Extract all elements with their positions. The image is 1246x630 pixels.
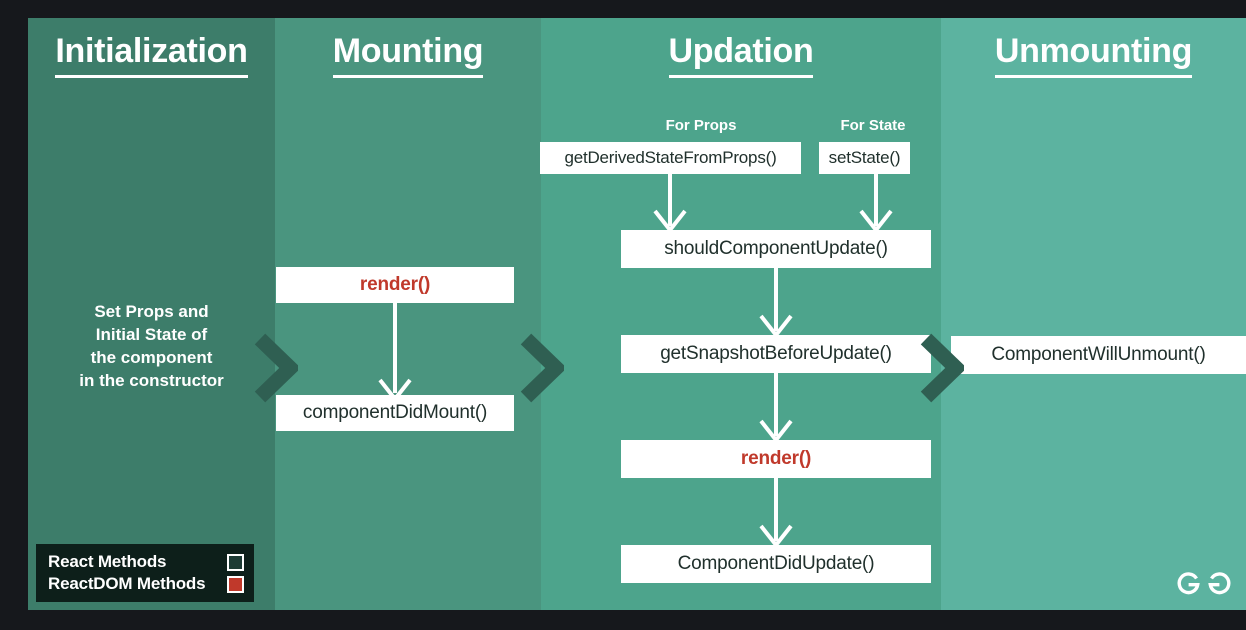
description-line: the component (90, 348, 213, 367)
caption-for-props: For Props (665, 117, 737, 134)
method-box-should-component-update[interactable]: shouldComponentUpdate() (621, 230, 931, 268)
geeksforgeeks-logo-icon (1176, 564, 1232, 598)
column-updation: Updation (541, 18, 941, 610)
legend-item-reactdom-methods: ReactDOM Methods (48, 573, 245, 595)
column-title-initialization: Initialization (28, 32, 275, 78)
method-box-component-will-unmount[interactable]: ComponentWillUnmount() (951, 336, 1246, 374)
method-box-get-snapshot-before-update[interactable]: getSnapshotBeforeUpdate() (621, 335, 931, 373)
legend-label: ReactDOM Methods (48, 574, 206, 593)
column-title-text: Updation (668, 32, 814, 78)
legend-swatch-react-icon (227, 553, 245, 571)
column-title-text: Initialization (55, 32, 248, 78)
column-title-updation: Updation (541, 32, 941, 78)
column-title-unmounting: Unmounting (941, 32, 1246, 78)
column-title-text: Mounting (332, 32, 484, 78)
column-title-mounting: Mounting (275, 32, 541, 78)
chevron-updation-to-unmounting (918, 333, 964, 403)
method-box-set-state[interactable]: setState() (819, 142, 910, 174)
react-lifecycle-diagram: Initialization Mounting Updation Unmount… (28, 18, 1246, 610)
caption-for-state: For State (840, 117, 906, 134)
chevron-mounting-to-updation (518, 333, 564, 403)
legend: React Methods ReactDOM Methods (36, 544, 255, 602)
column-mounting: Mounting (275, 18, 541, 610)
legend-item-react-methods: React Methods (48, 551, 245, 573)
legend-swatch-reactdom-icon (227, 575, 245, 593)
legend-label: React Methods (48, 552, 167, 571)
column-unmounting: Unmounting (941, 18, 1246, 610)
column-title-text: Unmounting (994, 32, 1192, 78)
column-initialization: Initialization (28, 18, 275, 610)
chevron-init-to-mounting (252, 333, 298, 403)
method-box-component-did-mount[interactable]: componentDidMount() (276, 395, 514, 431)
method-box-get-derived-state-from-props[interactable]: getDerivedStateFromProps() (540, 142, 801, 174)
initialization-description: Set Props and Initial State of the compo… (28, 300, 275, 392)
description-line: Set Props and (94, 302, 209, 321)
method-box-render-updation[interactable]: render() (621, 440, 931, 478)
method-box-component-did-update[interactable]: ComponentDidUpdate() (621, 545, 931, 583)
description-line: in the constructor (79, 371, 224, 390)
method-box-render-mounting[interactable]: render() (276, 267, 514, 303)
description-line: Initial State of (95, 325, 208, 344)
